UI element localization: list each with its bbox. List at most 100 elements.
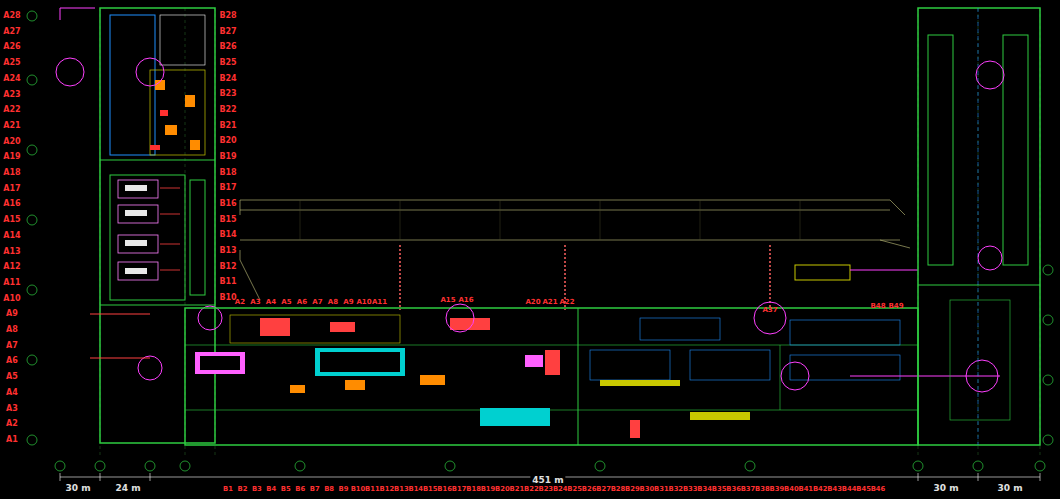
axis-label: A3 [6,405,18,413]
axis-label: B35 [712,486,727,493]
equipment-callout: A37 [762,307,777,314]
axis-label: B25 [219,59,236,67]
axis-label: A28 [3,12,20,20]
axis-label: B22 [524,486,539,493]
axis-label: B28 [219,12,236,20]
axis-label: B31 [654,486,669,493]
axis-label: A1 [6,436,18,444]
equipment-callout: A9 [343,299,353,306]
axis-label: B26 [582,486,597,493]
axis-label: A4 [6,389,18,397]
axis-label: A17 [3,185,20,193]
equipment-callout: A22 [559,299,574,306]
axis-label: B24 [553,486,568,493]
axis-label: B20 [495,486,510,493]
axis-label: A9 [6,310,18,318]
axis-label: B19 [481,486,496,493]
axis-label: B44 [842,486,857,493]
axis-label: A18 [3,169,20,177]
equipment-callout: A8 [328,299,338,306]
axis-label: B8 [324,486,334,493]
axis-label: B27 [596,486,611,493]
equipment-callout: A11 [372,299,387,306]
axis-label: B39 [770,486,785,493]
equipment-callout: A7 [312,299,322,306]
axis-label: B17 [452,486,467,493]
axis-label: A8 [6,326,18,334]
axis-label: B15 [423,486,438,493]
equipment-callout: B48 [870,303,885,310]
axis-label: A24 [3,75,20,83]
axis-label: B6 [295,486,305,493]
axis-label: A26 [3,43,20,51]
axis-label: A2 [6,420,18,428]
dimension-text: 30 m [931,484,960,493]
axis-label: B11 [219,278,236,286]
dimension-text: 451 m [530,476,565,485]
axis-label: B7 [310,486,320,493]
axis-label: B43 [827,486,842,493]
axis-label: B23 [219,90,236,98]
axis-label: A19 [3,153,20,161]
equipment-callout: A2 [235,299,245,306]
equipment-callout: A4 [266,299,276,306]
axis-label: A11 [3,279,20,287]
axis-label: B45 [856,486,871,493]
axis-label: B20 [219,137,236,145]
axis-label: A14 [3,232,20,240]
axis-label: B13 [394,486,409,493]
axis-label: B14 [219,231,236,239]
axis-label: B4 [266,486,276,493]
equipment-callout: B49 [888,303,903,310]
axis-label: B12 [219,263,236,271]
axis-label: B34 [697,486,712,493]
axis-label: A10 [3,295,20,303]
axis-label: B22 [219,106,236,114]
axis-label: B27 [219,28,236,36]
axis-label: B16 [437,486,452,493]
axis-label: A5 [6,373,18,381]
axis-label: B1 [223,486,233,493]
equipment-callout: A15 [440,297,455,304]
axis-label: B21 [510,486,525,493]
axis-label: B25 [567,486,582,493]
axis-label: A13 [3,248,20,256]
equipment-callout: A10 [356,299,371,306]
equipment-callout: A16 [458,297,473,304]
axis-label: B13 [219,247,236,255]
dimension-text: 24 m [113,484,142,493]
dimension-text: 30 m [995,484,1024,493]
axis-label: B33 [683,486,698,493]
axis-label: B18 [219,169,236,177]
axis-label: A25 [3,59,20,67]
axis-label: A6 [6,357,18,365]
axis-label: B42 [813,486,828,493]
axis-label: B24 [219,75,236,83]
axis-label: B32 [668,486,683,493]
equipment-callout: A6 [297,299,307,306]
dimension-text: 30 m [63,484,92,493]
axis-label: B3 [252,486,262,493]
equipment-callout: A20 [525,299,540,306]
axis-label: A27 [3,28,20,36]
axis-label: B5 [281,486,291,493]
equipment-callout: A3 [250,299,260,306]
axis-label: A7 [6,342,18,350]
axis-label: A22 [3,106,20,114]
axis-label: A15 [3,216,20,224]
axis-label: B21 [219,122,236,130]
axis-label: B18 [466,486,481,493]
axis-label: B15 [219,216,236,224]
axis-label: B28 [611,486,626,493]
axis-label: A16 [3,200,20,208]
axis-label: A23 [3,91,20,99]
axis-label: B12 [380,486,395,493]
axis-label: B11 [365,486,380,493]
axis-label: B40 [784,486,799,493]
axis-label: A12 [3,263,20,271]
axis-label: B23 [538,486,553,493]
axis-label: A20 [3,138,20,146]
axis-label: B10 [219,294,236,302]
